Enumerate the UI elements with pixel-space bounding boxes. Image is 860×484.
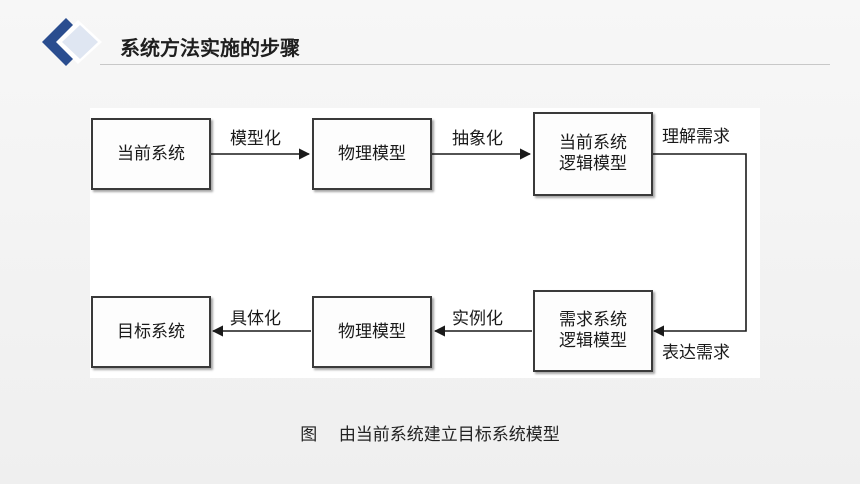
- figure-caption: 图 由当前系统建立目标系统模型: [0, 420, 860, 445]
- edge-label-express-requirements: 表达需求: [662, 343, 730, 363]
- node-label: 当前系统: [117, 143, 185, 164]
- caption-text: 由当前系统建立目标系统模型: [338, 425, 560, 445]
- node-label: 物理模型: [338, 321, 406, 342]
- node-target-system: 目标系统: [91, 296, 211, 368]
- node-current-logical-model: 当前系统 逻辑模型: [533, 112, 653, 196]
- node-physical-model-bottom: 物理模型: [312, 296, 432, 368]
- node-physical-model-top: 物理模型: [312, 118, 432, 190]
- caption-label: 图: [300, 425, 318, 445]
- arrow-requirements-loop: [652, 153, 747, 337]
- edge-label-abstraction: 抽象化: [452, 129, 503, 149]
- edge-label-modeling: 模型化: [230, 129, 281, 149]
- node-label-line-1: 需求系统: [559, 310, 627, 330]
- slide-title: 系统方法实施的步骤: [120, 36, 300, 60]
- edge-label-understand-requirements: 理解需求: [662, 127, 730, 147]
- node-current-system: 当前系统: [91, 118, 211, 190]
- node-requirement-logical-model: 需求系统 逻辑模型: [533, 290, 653, 372]
- header-divider: [100, 64, 830, 65]
- node-label-line-1: 当前系统: [559, 133, 627, 153]
- blue-chevron-diamond-icon: [42, 18, 102, 66]
- node-label-line-2: 逻辑模型: [559, 154, 627, 174]
- edge-label-instantiation: 实例化: [452, 309, 503, 329]
- node-label-line-2: 逻辑模型: [559, 331, 627, 351]
- node-label: 物理模型: [338, 143, 406, 164]
- node-label: 目标系统: [117, 321, 185, 342]
- edge-label-concretization: 具体化: [230, 309, 281, 329]
